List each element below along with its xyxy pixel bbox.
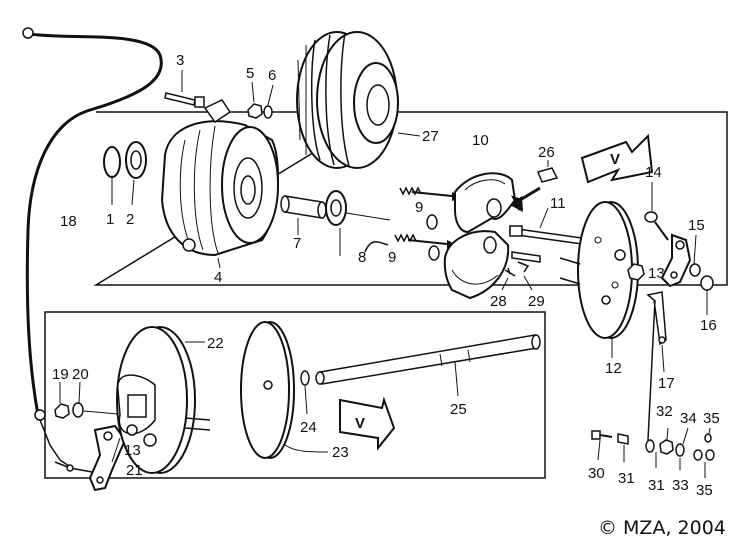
callout-12: 12 [605, 360, 622, 377]
callout-13b: 13 [124, 442, 141, 459]
axle-washer [300, 370, 310, 415]
circlip-and-bearing [103, 141, 147, 206]
adjuster-hardware [645, 427, 715, 478]
direction-arrow-lower: V [339, 396, 396, 451]
lower-assembly-frame [44, 311, 546, 479]
callout-7: 7 [293, 235, 301, 252]
callout-35a: 35 [703, 410, 720, 427]
shoe-pins [501, 261, 533, 291]
callout-20: 20 [72, 366, 89, 383]
callout-26: 26 [538, 144, 555, 161]
callout-labels: 1 2 3 4 5 6 7 8 9 9 10 11 12 13 13 14 15… [52, 52, 720, 499]
hub-bolt [164, 70, 205, 108]
callout-1: 1 [106, 211, 114, 228]
callout-22: 22 [207, 335, 224, 352]
callout-31a: 31 [618, 470, 635, 487]
brake-cam-shaft [509, 207, 583, 263]
callout-18: 18 [60, 213, 77, 230]
callout-25: 25 [450, 401, 467, 418]
brake-shoes [443, 172, 541, 300]
callout-5: 5 [246, 65, 254, 82]
brake-cable [22, 27, 163, 469]
callout-9b: 9 [388, 249, 396, 266]
dust-cover-disc [240, 321, 329, 459]
callout-30: 30 [588, 465, 605, 482]
lower-brake-drum [111, 326, 211, 474]
callout-10: 10 [472, 132, 489, 149]
callout-19: 19 [52, 366, 69, 383]
shoe-clip [536, 160, 559, 183]
direction-arrow-upper: V [580, 133, 654, 184]
cable-nipple [617, 433, 629, 462]
cable-bolt [591, 430, 613, 461]
callout-8: 8 [358, 249, 366, 266]
callout-31b: 31 [648, 477, 665, 494]
nut-and-washer [247, 81, 274, 119]
brake-lever [646, 233, 714, 441]
wheel-axle [315, 334, 541, 397]
wheel-rim [296, 31, 421, 169]
spacer-tube [280, 195, 327, 235]
callout-21: 21 [126, 462, 143, 479]
callout-29: 29 [528, 293, 545, 310]
wheel-hub [160, 99, 279, 269]
callout-16: 16 [700, 317, 717, 334]
direction-mark-upper: V [610, 151, 620, 168]
callout-33: 33 [672, 477, 689, 494]
callout-35b: 35 [696, 482, 713, 499]
callout-28: 28 [490, 293, 507, 310]
copyright-notice: © MZA, 2004 [598, 517, 726, 539]
grease-nipple [644, 182, 669, 241]
brake-springs [364, 186, 462, 253]
callout-2: 2 [126, 211, 134, 228]
callout-3: 3 [176, 52, 184, 69]
second-bearing [325, 190, 391, 256]
callout-17: 17 [658, 375, 675, 392]
plate-nut [627, 263, 645, 281]
lower-brake-lever [54, 424, 127, 492]
callout-34: 34 [680, 410, 697, 427]
callout-11: 11 [550, 195, 566, 212]
callout-23: 23 [332, 444, 349, 461]
shoe-washers [426, 214, 440, 261]
brake-anchor-plate [559, 201, 639, 358]
callout-9a: 9 [415, 199, 423, 216]
callout-6: 6 [268, 67, 276, 84]
callout-32: 32 [656, 403, 673, 420]
direction-mark-lower: V [355, 415, 365, 432]
callout-13a: 13 [648, 265, 665, 282]
callout-27: 27 [422, 128, 439, 145]
callout-15: 15 [688, 217, 705, 234]
callout-4: 4 [214, 269, 222, 286]
callout-14: 14 [645, 164, 662, 181]
callout-24: 24 [300, 419, 317, 436]
